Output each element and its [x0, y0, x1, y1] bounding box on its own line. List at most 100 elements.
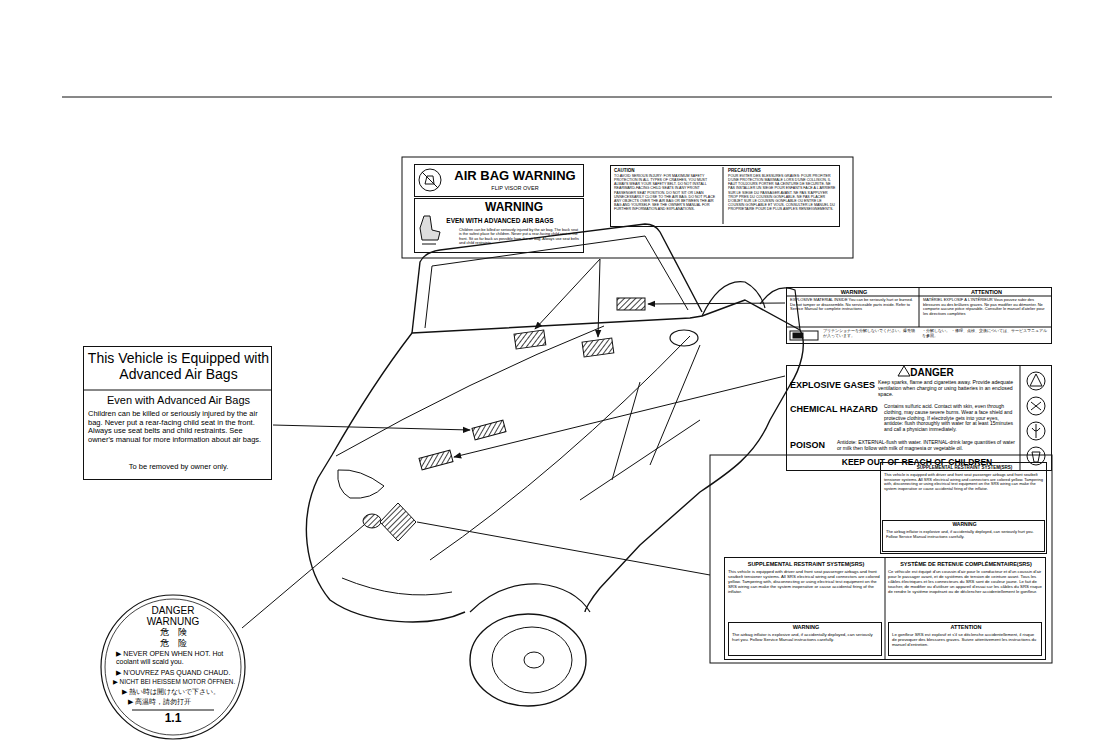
- label-text: PRECAUTIONS: [728, 168, 838, 173]
- wheel: [470, 614, 586, 706]
- label-frame: [402, 157, 1052, 663]
- label-heading: DANGER: [847, 367, 1017, 379]
- label-text: 危 険: [140, 627, 206, 637]
- cap-outline: [101, 595, 245, 739]
- label-text: ▶ 高温時，請勿打开: [128, 698, 224, 706]
- label-heading: CAUTION: [614, 168, 722, 173]
- warning-box: ATTENTIONLe gonfleur SRS est explosif et…: [888, 622, 1042, 656]
- label-text: CHEMICAL HAZARD: [790, 404, 882, 414]
- car-body: [430, 336, 690, 560]
- label-heading: ATTENTION: [891, 624, 1041, 630]
- leader-line: [242, 259, 785, 628]
- label-heading: SUPPLEMENTAL RESTRAINT SYSTEM(SRS): [728, 561, 884, 567]
- label-text: Keep sparks, flame and cigarettes away. …: [878, 380, 1019, 398]
- cap-outline: [105, 599, 241, 735]
- label-text: This vehicle is equipped with driver and…: [728, 570, 884, 595]
- label-text: EXPLOSIVE GASES: [790, 380, 876, 390]
- visor-label: AIR BAG WARNINGFLIP VISOR OVER: [414, 164, 584, 197]
- label-text: FLIP VISOR OVER: [449, 185, 581, 191]
- car-body: [425, 236, 688, 328]
- label-text: To be removed by owner only.: [88, 463, 269, 472]
- label-icon: [898, 366, 910, 376]
- battery-label: DANGEREXPLOSIVE GASESKeep sparks, flame …: [786, 365, 1052, 471]
- car-body: [470, 584, 590, 612]
- label-text: MATÉRIEL EXPLOSIF À L'INTÉRIEUR Vous pou…: [923, 298, 1050, 316]
- label-icon: [790, 331, 818, 340]
- label-text: Antidote: EXTERNAL-flush with water. INT…: [837, 440, 1019, 452]
- label-text: ▶ NICHT BEI HEISSEM MOTOR ÖFFNEN.: [113, 678, 237, 685]
- label-icon: [1020, 366, 1021, 470]
- label-text: Contains sulfuric acid. Contact with ski…: [884, 404, 1019, 433]
- label-location-marker: [380, 503, 416, 541]
- pretensioner-label: WARNING EXPLOSIVE MATERIAL INSIDE You can…: [786, 287, 1052, 344]
- label-heading: AIR BAG WARNING: [449, 169, 581, 184]
- label-location-marker: [514, 330, 546, 349]
- label-icon: [420, 216, 440, 240]
- warning-box: WARNING The airbag inflator is explosive …: [728, 622, 882, 656]
- car-body: [580, 420, 700, 500]
- leader-line: [535, 259, 600, 329]
- label-location-marker: [363, 298, 645, 541]
- label-icon: [422, 244, 436, 245]
- label-text: ▶ 熱い時は開けないで下さい。: [122, 688, 226, 696]
- label-icon: [419, 169, 441, 191]
- leader-line: [598, 259, 600, 337]
- label-heading: SUPPLEMENTAL RESTRAINT SYSTEM(SRS): [884, 465, 1045, 470]
- label-heading: This Vehicle is Equipped with Advanced A…: [87, 350, 270, 382]
- label-text: 危 险: [140, 638, 206, 648]
- leader-line: [454, 376, 785, 457]
- radiator-cap-label: DANGERWARNUNG危 険危 险 ▶ NEVER OPEN WHEN HOT…: [100, 594, 246, 740]
- label-location-marker: [582, 338, 614, 357]
- label-heading: WARNING: [445, 201, 583, 215]
- label-icon: [1030, 374, 1042, 386]
- label-icon: [885, 558, 886, 659]
- srs-label: SUPPLEMENTAL RESTRAINT SYSTEM(SRS) This v…: [880, 462, 1047, 554]
- leader-line: [273, 425, 470, 430]
- label-text: Ce véhicule est équipé d'un coussin d'ai…: [888, 570, 1044, 595]
- label-frame: [710, 455, 1052, 663]
- label-text: WARNUNG: [134, 616, 212, 628]
- label-heading: DANGER: [136, 605, 210, 617]
- label-text: EXPLOSIVE MATERIAL INSIDE You can be ser…: [790, 298, 918, 312]
- label-icon: [1032, 424, 1040, 438]
- label-icon: [425, 176, 434, 184]
- label-location-marker: [472, 420, 506, 440]
- label-icon: [793, 333, 803, 338]
- label-text: ▶ NEVER OPEN WHEN HOT. Hot coolant will …: [116, 650, 232, 666]
- label-heading: WARNING: [731, 624, 881, 630]
- label-text: The airbag inflator is explosive and, if…: [886, 530, 1043, 539]
- label-text: 1.1: [158, 712, 188, 726]
- label-text: ▶ N'OUVREZ PAS QUAND CHAUD.: [116, 669, 232, 677]
- wheel: [492, 627, 572, 693]
- label-heading: WARNING: [789, 289, 919, 295]
- leader-line: [648, 303, 785, 304]
- car-body: [338, 470, 384, 498]
- label-text: EVEN WITH ADVANCED AIR BAGS: [417, 217, 583, 224]
- visor-label: WARNING EVEN WITH ADVANCED AIR BAGS Childr…: [414, 198, 584, 253]
- srs-label: SUPPLEMENTAL RESTRAINT SYSTEM(SRS) This v…: [724, 557, 1046, 660]
- label-icon: [723, 167, 724, 224]
- label-icon: [132, 710, 214, 711]
- label-location-marker: [419, 450, 453, 470]
- label-text: TO AVOID SERIOUS INJURY: FOR MAXIMUM SAF…: [614, 174, 722, 211]
- leader-line: [417, 522, 710, 575]
- label-heading: WARNING: [885, 522, 1044, 528]
- car-body: [670, 330, 698, 346]
- label-icon: [84, 390, 271, 391]
- label-text: Children can be killed or seriously inju…: [459, 228, 581, 245]
- label-text: Children can be killed or seriously inju…: [88, 410, 269, 445]
- leader-line: [242, 525, 364, 628]
- label-location-marker: [617, 298, 645, 310]
- label-location-marker: [363, 514, 381, 528]
- car-body: [306, 224, 803, 622]
- wheel: [524, 652, 544, 668]
- label-icon: [1027, 372, 1045, 390]
- label-icon: [1032, 452, 1040, 462]
- label-text: The airbag inflator is explosive and, if…: [732, 633, 880, 643]
- label-icon: [787, 296, 1051, 297]
- car-body: [412, 224, 702, 333]
- label-icon: [919, 288, 920, 327]
- label-text: This vehicle is equipped with driver and…: [884, 473, 1045, 491]
- label-icon: [1027, 397, 1045, 415]
